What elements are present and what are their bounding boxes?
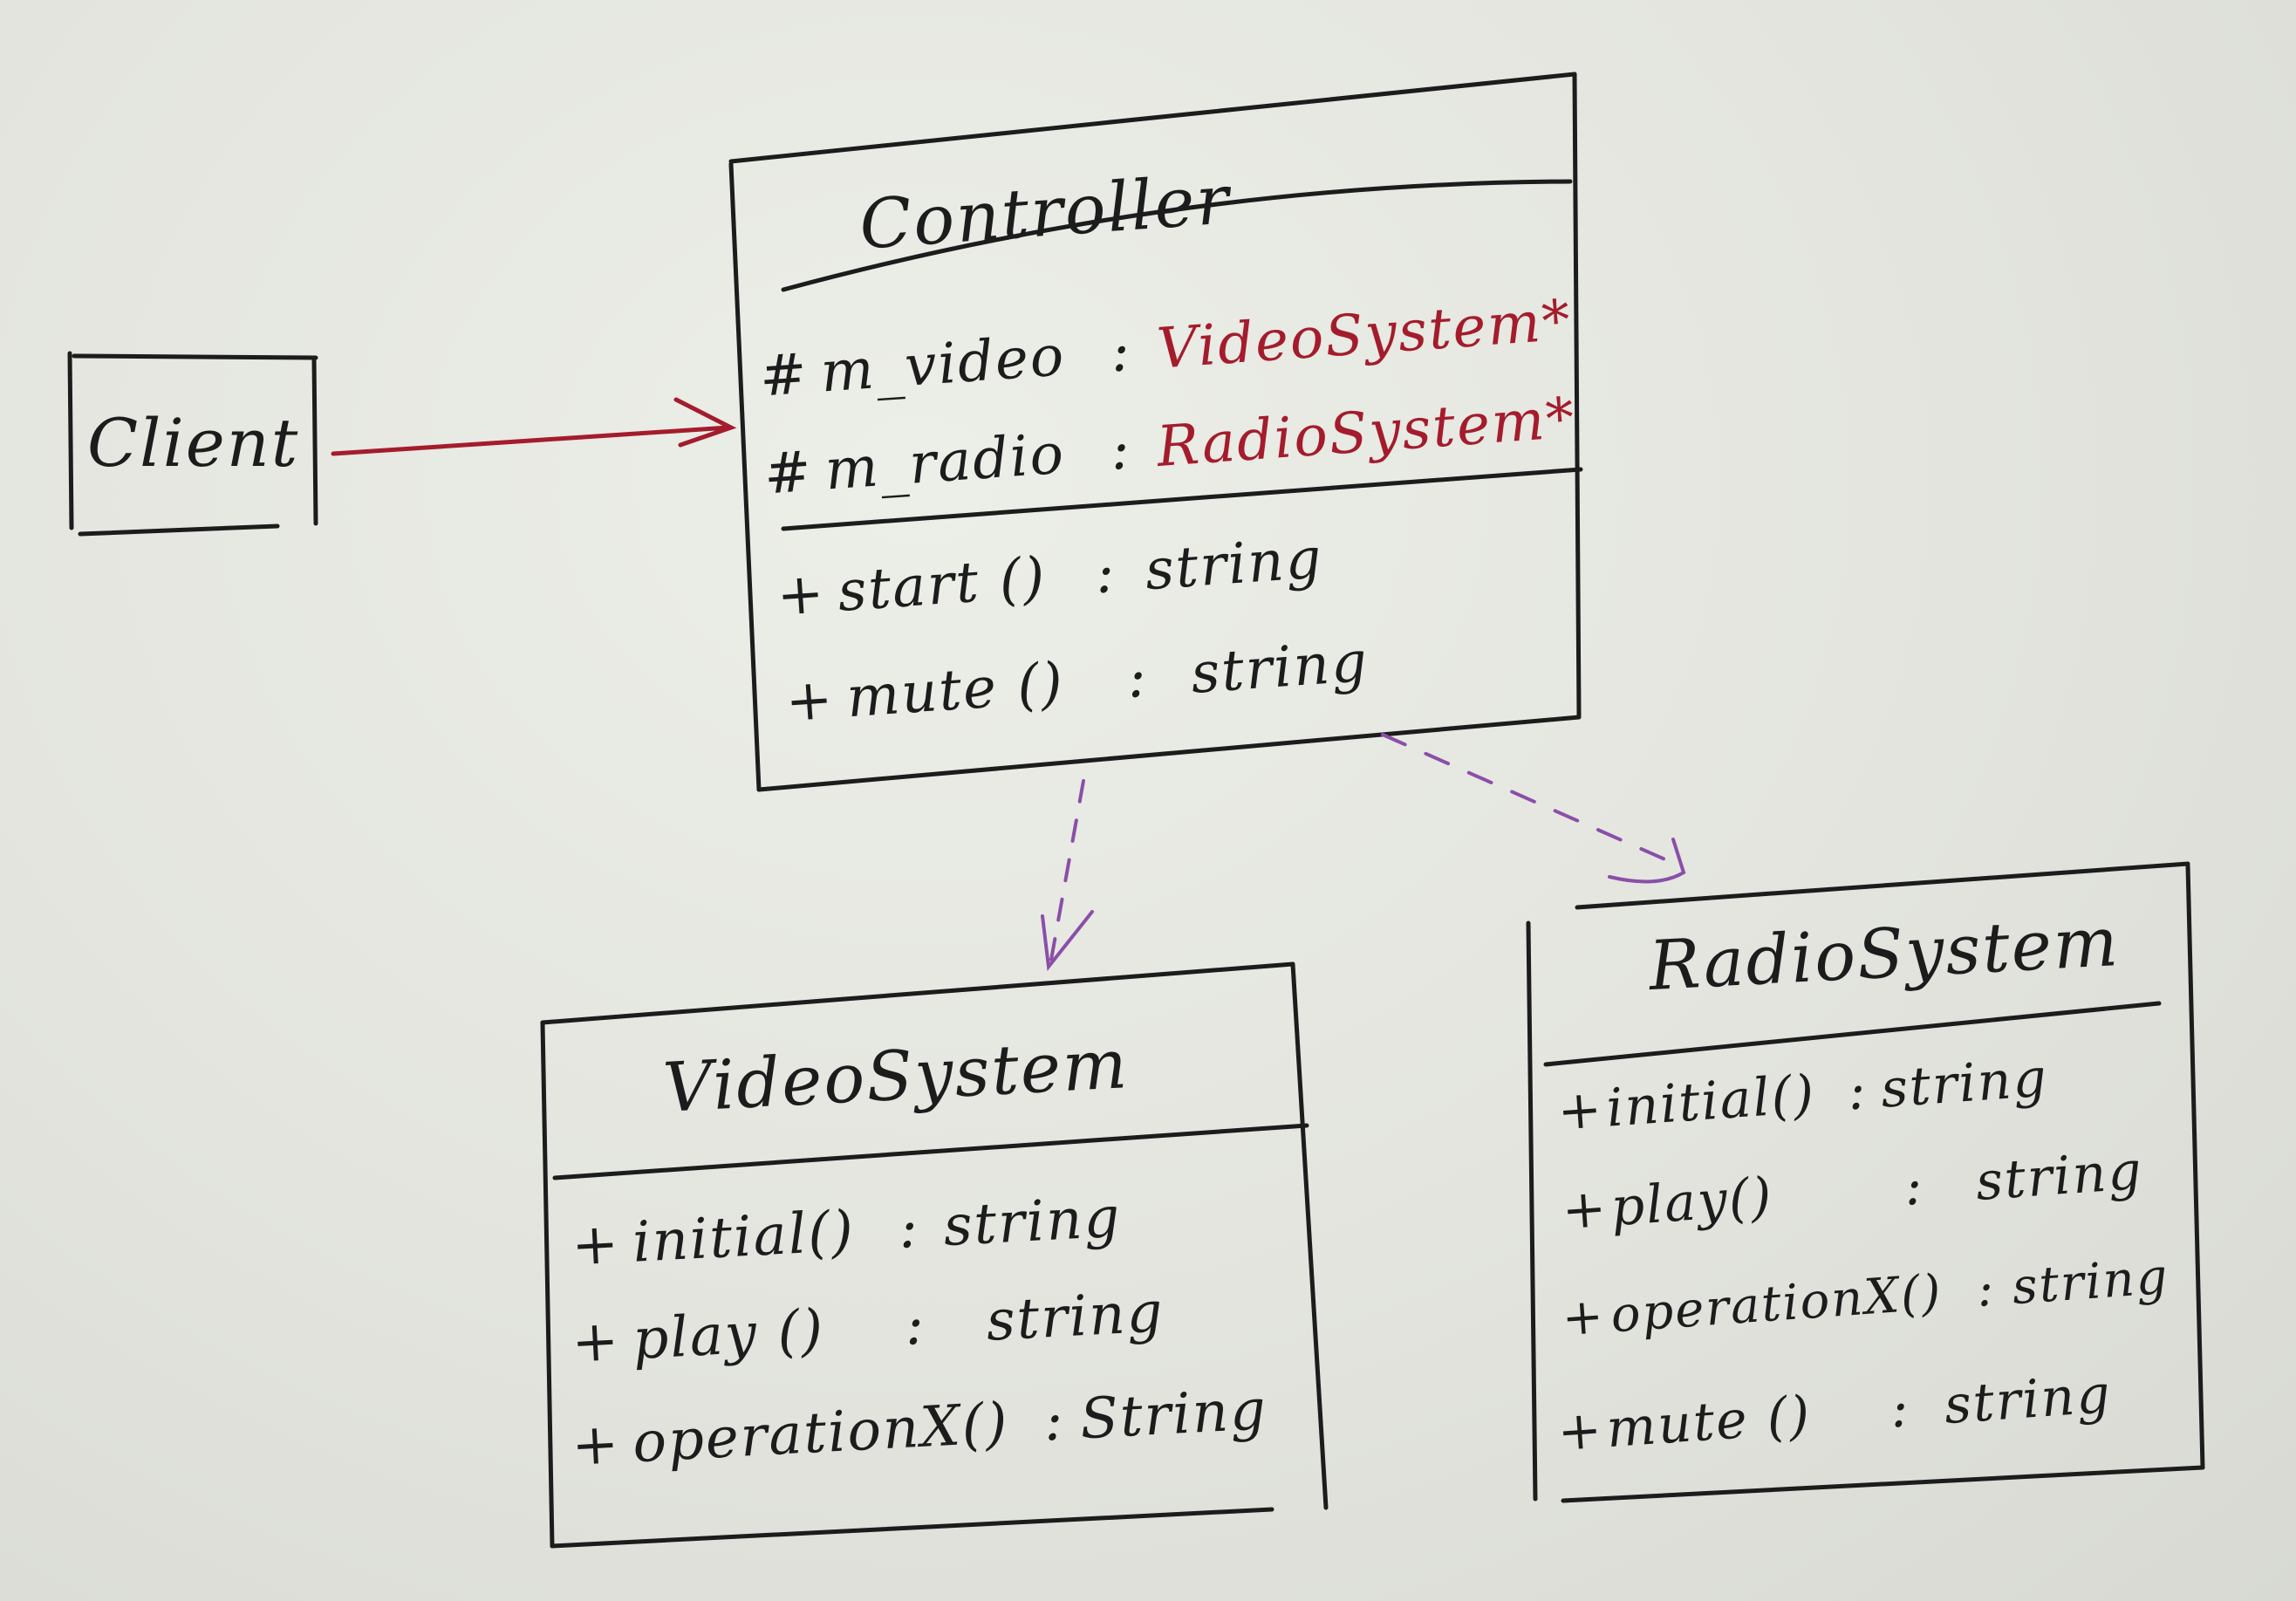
dependency-arrow-radio (1381, 733, 1686, 884)
return-type: string (1878, 1047, 2050, 1120)
visibility-marker: + (1560, 1287, 1607, 1348)
client-class-name: Client (87, 404, 300, 482)
radio-system-box (1526, 861, 2205, 1503)
type-separator: : (1124, 645, 1151, 711)
association-arrow (331, 397, 737, 456)
type-separator: : (1108, 318, 1134, 386)
type-separator: : (897, 1195, 921, 1262)
type-separator: : (1888, 1378, 1912, 1440)
client-box (67, 351, 318, 537)
return-type: String (1078, 1378, 1269, 1453)
method-name: play() (1609, 1166, 1775, 1239)
video-system-box (540, 961, 1329, 1549)
method-name: initial() (631, 1199, 857, 1276)
visibility-marker: + (1555, 1399, 1606, 1464)
type-separator: : (903, 1292, 927, 1358)
type-separator: : (1042, 1388, 1067, 1454)
return-type: string (1942, 1363, 2114, 1437)
method-name: play () (631, 1297, 827, 1373)
return-type: string (1973, 1139, 2145, 1214)
type-separator: : (1974, 1260, 1998, 1319)
return-type: string (984, 1280, 1166, 1354)
return-type: string (941, 1185, 1124, 1260)
type-separator: : (1845, 1059, 1869, 1123)
type-separator: : (1108, 417, 1134, 483)
visibility-marker: # (762, 439, 816, 508)
visibility-marker: + (570, 1308, 622, 1376)
controller-box (728, 72, 1583, 792)
visibility-marker: + (775, 561, 828, 629)
visibility-marker: + (1560, 1177, 1610, 1242)
return-type: string (1143, 526, 1325, 604)
visibility-marker: # (757, 341, 811, 410)
return-type: string (1188, 629, 1371, 707)
visibility-marker: + (1555, 1078, 1606, 1143)
visibility-marker: + (570, 1211, 622, 1279)
dependency-arrow-video (1041, 779, 1094, 971)
return-type: string (2010, 1248, 2171, 1317)
visibility-marker: + (783, 667, 837, 736)
type-separator: : (1092, 540, 1118, 607)
visibility-marker: + (570, 1412, 623, 1479)
type-separator: : (1902, 1155, 1926, 1218)
